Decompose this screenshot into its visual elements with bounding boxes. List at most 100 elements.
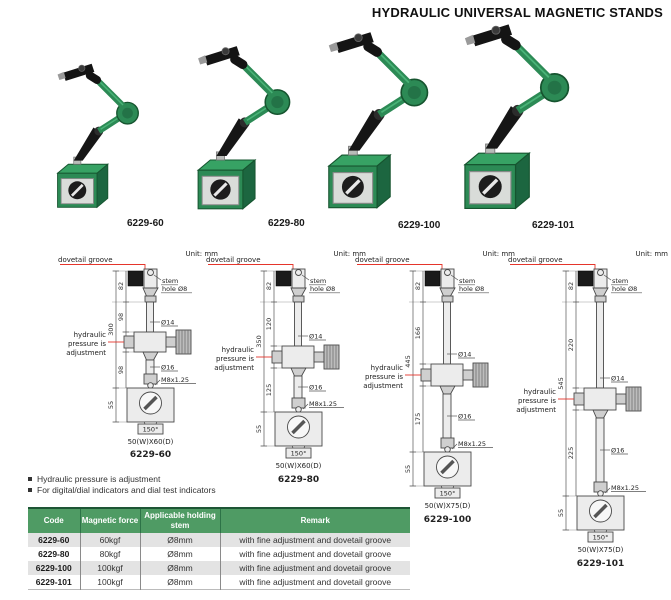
note-text: For digital/dial indicators and dial tes… xyxy=(37,484,216,495)
diameter-lower-label: Ø16 xyxy=(611,447,624,455)
product-photo-6229-60 xyxy=(52,62,160,210)
col-header-code: Code xyxy=(28,508,80,533)
dovetail-label: dovetail groove xyxy=(58,256,113,264)
hydraulic-label: pressure is xyxy=(365,373,403,381)
base-size-label: 50(W)X60(D) xyxy=(276,462,322,470)
notes-list: Hydraulic pressure is adjustment For dig… xyxy=(28,473,216,495)
table-row: 6229-101 100kgf Ø8mm with fine adjustmen… xyxy=(28,575,410,590)
stem-label: hole Ø8 xyxy=(459,285,484,293)
cell-remark: with fine adjustment and dovetail groove xyxy=(219,561,410,575)
dim-base: 55 xyxy=(404,465,412,473)
diagram-6229-100: Unit: mm dovetail groove 445 55 82 166 1… xyxy=(347,246,517,531)
dim-base: 55 xyxy=(107,401,115,409)
hydraulic-label: pressure is xyxy=(68,340,106,348)
bullet-square-icon xyxy=(28,487,32,492)
page-title: HYDRAULIC UNIVERSAL MAGNETIC STANDS xyxy=(371,5,663,20)
dim-overall: 545 xyxy=(557,377,565,389)
table-row: 6229-60 60kgf Ø8mm with fine adjustment … xyxy=(28,533,410,547)
stem-label: hole Ø8 xyxy=(310,285,335,293)
dim-overall: 300 xyxy=(107,323,115,335)
note-item: For digital/dial indicators and dial tes… xyxy=(28,484,216,495)
dim-lower: 225 xyxy=(567,447,575,459)
cell-code: 6229-80 xyxy=(38,549,70,559)
diagram-6229-80: Unit: mm dovetail groove 350 55 82 120 1… xyxy=(198,246,368,491)
stem-label: hole Ø8 xyxy=(162,285,187,293)
stand-column-drawing xyxy=(271,268,340,452)
stem-label: hole Ø8 xyxy=(612,285,637,293)
diameter-lower-label: Ø16 xyxy=(161,364,174,372)
base-size-label: 50(W)X60(D) xyxy=(128,438,174,446)
note-text: Hydraulic pressure is adjustment xyxy=(37,473,161,484)
product-code-label: 6229-80 xyxy=(268,218,305,229)
diameter-upper-label: Ø14 xyxy=(611,375,624,383)
dim-lower: 175 xyxy=(414,413,422,425)
product-photo-6229-80 xyxy=(192,44,314,212)
spec-table: Code Magnetic force Applicable holding s… xyxy=(28,507,410,590)
leader-line xyxy=(510,264,596,271)
angle-label: 150° xyxy=(291,450,307,458)
unit-label: Unit: mm xyxy=(334,250,367,258)
cell-remark: with fine adjustment and dovetail groove xyxy=(219,547,410,561)
product-photo-6229-100 xyxy=(322,30,454,211)
dovetail-label: dovetail groove xyxy=(508,256,563,264)
dim-upper: 166 xyxy=(414,327,422,339)
leader-line xyxy=(357,264,443,271)
dim-top: 82 xyxy=(414,282,422,290)
dim-top: 82 xyxy=(265,282,273,290)
diameter-lower-label: Ø16 xyxy=(309,384,322,392)
unit-label: Unit: mm xyxy=(186,250,219,258)
hydraulic-label: hydraulic xyxy=(371,364,404,372)
leader-line xyxy=(208,264,294,271)
hydraulic-label: pressure is xyxy=(216,355,254,363)
unit-label: Unit: mm xyxy=(636,250,669,258)
thread-label: M8x1.25 xyxy=(161,376,189,384)
thread-label: M8x1.25 xyxy=(458,440,486,448)
cell-stem: Ø8mm xyxy=(139,575,220,590)
hydraulic-label: adjustment xyxy=(363,382,403,390)
diameter-upper-label: Ø14 xyxy=(161,319,174,327)
stem-label: stem xyxy=(162,277,178,285)
dim-upper: 120 xyxy=(265,318,273,330)
diagram-code-label: 6229-101 xyxy=(577,559,625,569)
cell-stem: Ø8mm xyxy=(139,561,220,575)
dim-overall: 350 xyxy=(255,335,263,347)
angle-label: 150° xyxy=(593,534,609,542)
cell-remark: with fine adjustment and dovetail groove xyxy=(219,575,410,590)
dim-top: 82 xyxy=(567,282,575,290)
stem-label: stem xyxy=(612,277,628,285)
hydraulic-label: hydraulic xyxy=(74,331,107,339)
cell-code: 6229-100 xyxy=(28,561,80,575)
stem-label: stem xyxy=(310,277,326,285)
cell-force: 80kgf xyxy=(79,547,140,561)
dovetail-label: dovetail groove xyxy=(206,256,261,264)
dim-base: 55 xyxy=(557,509,565,517)
bullet-square-icon xyxy=(28,476,32,481)
cell-remark: with fine adjustment and dovetail groove xyxy=(219,533,410,547)
unit-label: Unit: mm xyxy=(483,250,516,258)
hydraulic-label: hydraulic xyxy=(222,346,255,354)
angle-label: 150° xyxy=(143,426,159,434)
cell-force: 60kgf xyxy=(79,533,140,547)
diameter-lower-label: Ø16 xyxy=(458,413,471,421)
cell-force: 100kgf xyxy=(79,561,140,575)
product-code-label: 6229-101 xyxy=(532,220,575,231)
base-size-label: 50(W)X75(D) xyxy=(425,502,471,510)
hydraulic-label: adjustment xyxy=(66,349,106,357)
dim-upper: 98 xyxy=(117,313,125,321)
col-header-remark: Remark xyxy=(219,508,410,533)
stand-column-drawing xyxy=(420,268,489,492)
dovetail-label: dovetail groove xyxy=(355,256,410,264)
note-item: Hydraulic pressure is adjustment xyxy=(28,473,216,484)
dim-lower: 125 xyxy=(265,384,273,396)
dim-upper: 220 xyxy=(567,339,575,351)
diagram-6229-101: Unit: mm dovetail groove 545 55 82 220 2… xyxy=(500,246,670,575)
product-code-label: 6229-100 xyxy=(398,220,441,231)
spec-table-header-row: Code Magnetic force Applicable holding s… xyxy=(28,508,410,533)
diagram-code-label: 6229-80 xyxy=(278,475,319,485)
product-code-label: 6229-60 xyxy=(127,218,164,229)
dim-base: 55 xyxy=(255,425,263,433)
cell-code: 6229-101 xyxy=(35,577,72,587)
stem-label: stem xyxy=(459,277,475,285)
diagram-6229-60: Unit: mm dovetail groove 300 55 82 98 98… xyxy=(50,246,220,465)
